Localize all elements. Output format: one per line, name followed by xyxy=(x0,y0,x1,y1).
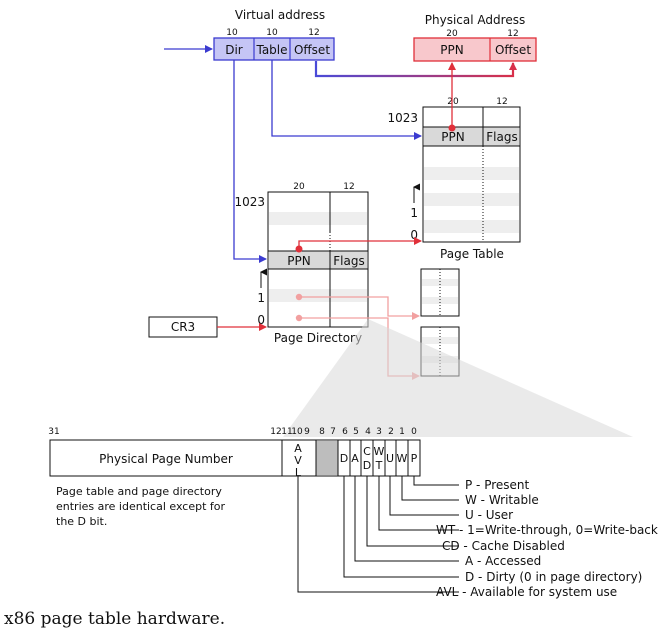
offset-arrow xyxy=(314,61,515,78)
flag-descriptions: P - Present W - Writable U - User WT - 1… xyxy=(436,478,658,599)
ppn-bits: 20 xyxy=(446,29,458,39)
pd-bits-ppn: 20 xyxy=(293,182,305,192)
cd-c: C xyxy=(363,445,371,458)
a-bit: A xyxy=(351,452,359,465)
flag-desc-w: W - Writable xyxy=(465,493,539,507)
pt-bits-flags: 12 xyxy=(496,97,507,107)
physical-address: Physical Address 20 12 PPN Offset xyxy=(413,13,537,62)
bit-12: 12 xyxy=(270,427,281,437)
flag-desc-d: D - Dirty (0 in page directory) xyxy=(465,570,642,584)
flag-desc-wt: WT - 1=Write-through, 0=Write-back xyxy=(436,523,658,537)
bit-11: 11 xyxy=(281,427,292,437)
table-index-arrow xyxy=(271,60,422,140)
flag-desc-a: A - Accessed xyxy=(465,554,541,568)
pt-bits-ppn: 20 xyxy=(447,97,459,107)
page-table: 20 12 PPN Flags 1023 1 0 Page Table xyxy=(387,97,521,261)
bit-9: 9 xyxy=(304,427,310,437)
page-directory-label: Page Directory xyxy=(274,331,362,345)
flag-leader-lines xyxy=(297,476,459,593)
virtual-address-box xyxy=(213,37,335,61)
pd-index-1: 1 xyxy=(257,291,265,305)
page-directory: 20 12 PPN Flags 1023 1 0 Page Directory xyxy=(234,182,369,345)
bit-8: 8 xyxy=(319,427,325,437)
pt-index-0: 0 xyxy=(410,228,418,242)
avl-v: V xyxy=(294,454,302,467)
pd-index-1023: 1023 xyxy=(234,195,265,209)
page-table-label: Page Table xyxy=(440,247,504,261)
avl-l: L xyxy=(295,466,302,479)
bit-1: 1 xyxy=(399,427,405,437)
bit-7: 7 xyxy=(330,427,336,437)
zoom-wedge xyxy=(283,319,633,437)
table-field: Table xyxy=(255,43,287,57)
virtual-address-title: Virtual address xyxy=(235,8,325,22)
pt-entry-flags: Flags xyxy=(486,130,517,144)
pt-entry-ppn: PPN xyxy=(441,130,464,144)
cr3-register: CR3 xyxy=(148,316,218,338)
entry-format: 31 12 11 10 9 8 7 6 5 4 3 2 1 0 Physical… xyxy=(48,427,421,528)
w-bit: W xyxy=(397,452,408,465)
u-bit: U xyxy=(386,452,394,465)
note-line-1: Page table and page directory xyxy=(56,485,222,498)
pt-index-1023: 1023 xyxy=(387,111,418,125)
bit-6: 6 xyxy=(342,427,348,437)
dir-bits: 10 xyxy=(226,28,238,38)
dir-index-arrow xyxy=(233,60,267,263)
bit-5: 5 xyxy=(353,427,359,437)
pt-index-1: 1 xyxy=(410,206,418,220)
pd-index-0: 0 xyxy=(257,313,265,327)
flag-desc-cd: CD - Cache Disabled xyxy=(442,539,565,553)
ppn-field-label: Physical Page Number xyxy=(99,452,233,466)
bit-10: 10 xyxy=(291,427,303,437)
physical-address-title: Physical Address xyxy=(425,13,525,27)
flag-desc-avl: AVL - Available for system use xyxy=(436,585,617,599)
bit-2: 2 xyxy=(388,427,394,437)
bit-3: 3 xyxy=(376,427,382,437)
offset-bits: 12 xyxy=(308,28,319,38)
figure-caption: x86 page table hardware. xyxy=(4,609,226,629)
table-bits: 10 xyxy=(266,28,278,38)
physical-address-box xyxy=(413,37,537,62)
virtual-address: Virtual address 10 10 12 Dir Table Offse… xyxy=(164,8,335,61)
dir-field: Dir xyxy=(225,43,243,57)
wt-w: W xyxy=(374,445,385,458)
flag-desc-u: U - User xyxy=(465,508,513,522)
note-line-3: the D bit. xyxy=(56,515,107,528)
bit-31: 31 xyxy=(48,427,59,437)
pa-offset-bits: 12 xyxy=(507,29,518,39)
cd-d: D xyxy=(363,459,371,472)
d-bit: D xyxy=(340,452,348,465)
p-bit: P xyxy=(411,452,418,465)
pd-bits-flags: 12 xyxy=(343,182,354,192)
cr3-label: CR3 xyxy=(171,320,195,334)
offset-field: Offset xyxy=(294,43,330,57)
bit-0: 0 xyxy=(411,427,417,437)
bit-4: 4 xyxy=(365,427,371,437)
pa-ppn-field: PPN xyxy=(440,43,463,57)
pd-entry-ppn: PPN xyxy=(287,254,310,268)
flag-desc-p: P - Present xyxy=(465,478,530,492)
note-line-2: entries are identical except for xyxy=(56,500,226,513)
pa-offset-field: Offset xyxy=(495,43,531,57)
pd-entry-flags: Flags xyxy=(333,254,364,268)
avl-a: A xyxy=(294,442,302,455)
wt-t: T xyxy=(375,459,383,472)
entry-box xyxy=(49,439,421,477)
